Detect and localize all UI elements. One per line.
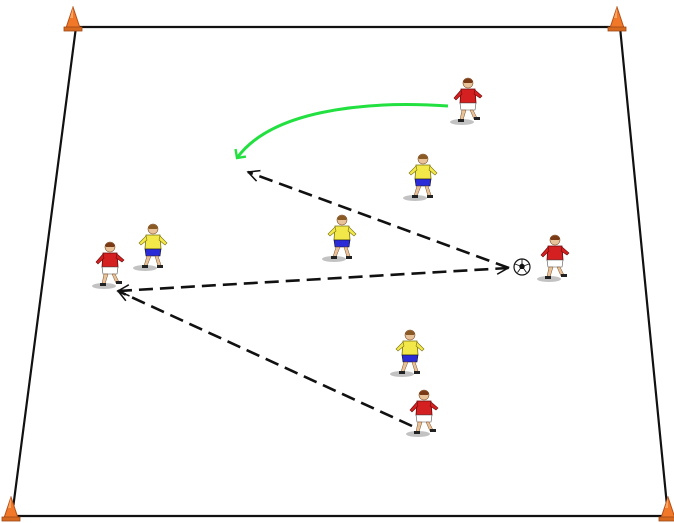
cone-icon	[607, 6, 627, 32]
pass-arrow	[118, 268, 508, 291]
pass-arrow	[248, 172, 510, 270]
movement-arrow	[234, 103, 449, 160]
pass-arrow	[118, 291, 413, 428]
soccer-ball-icon	[513, 258, 531, 276]
cone-icon	[63, 6, 83, 32]
